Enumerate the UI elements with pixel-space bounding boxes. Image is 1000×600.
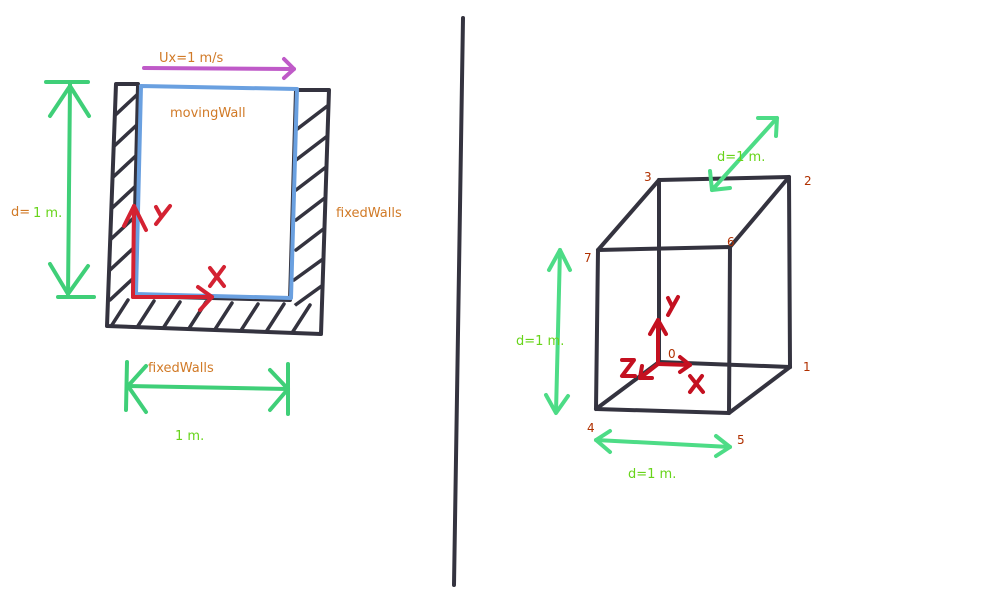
width-dimension-arrow <box>124 360 290 416</box>
axis-letter-z-3d <box>620 358 637 378</box>
velocity-arrow <box>142 57 296 80</box>
axis-letter-x-2d <box>208 265 226 288</box>
fixed-walls-right-label: fixedWalls <box>336 206 402 221</box>
vertex-2: 2 <box>804 174 812 188</box>
fixed-walls-bottom-label: fixedWalls <box>148 361 214 376</box>
vertex-labels: 0 1 2 3 4 5 6 7 <box>584 170 812 447</box>
vertex-1: 1 <box>803 360 811 374</box>
axis-arrows-2d <box>122 204 214 312</box>
axis-letter-x-3d <box>688 374 705 394</box>
width-label: 1 m. <box>175 429 204 444</box>
axis-letter-y-3d <box>666 295 680 317</box>
divider-line <box>452 16 465 587</box>
moving-wall-label: movingWall <box>170 106 246 121</box>
height-value-label: 1 m. <box>33 206 62 221</box>
vertex-7: 7 <box>584 251 592 265</box>
cube-width-label: d=1 m. <box>628 467 676 482</box>
vertex-3: 3 <box>644 170 652 184</box>
fluid-domain-outline <box>134 84 299 300</box>
cavity-2d: Ux=1 m/s movingWall fixedWalls fixedWall… <box>11 51 402 444</box>
axis-arrows-3d <box>638 318 692 380</box>
cube-height-label: d=1 m. <box>516 334 564 349</box>
cube-3d: 0 1 2 3 4 5 6 7 d=1 m. d=1 m. <box>516 116 812 482</box>
vertex-0: 0 <box>668 347 676 361</box>
depth-dimension-label: d=1 m. <box>717 150 765 165</box>
vertex-5: 5 <box>737 433 745 447</box>
bottom-wall-hatching <box>108 298 312 334</box>
height-dimension-arrow <box>44 80 96 299</box>
axis-letter-y-2d <box>154 204 172 226</box>
velocity-label: Ux=1 m/s <box>159 51 224 66</box>
wall-outline <box>105 82 331 336</box>
height-prefix-label: d= <box>11 205 30 220</box>
cube-height-dimension-arrow <box>544 248 572 415</box>
depth-dimension-arrow <box>708 116 779 192</box>
vertex-6: 6 <box>727 235 735 249</box>
vertex-4: 4 <box>587 421 595 435</box>
cube-width-dimension-arrow <box>594 429 732 458</box>
